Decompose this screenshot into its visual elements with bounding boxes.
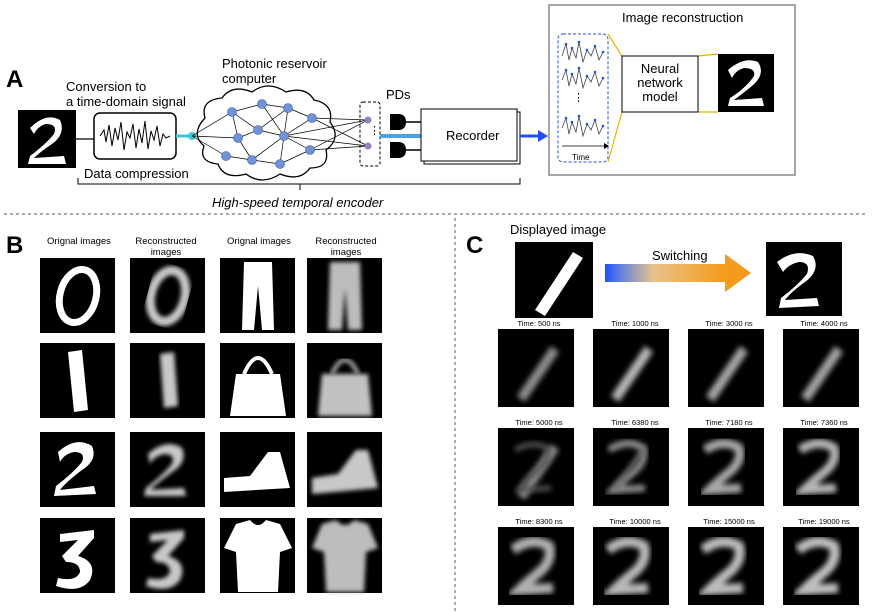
panel-letter-b: B <box>6 232 24 259</box>
time-label: Time: 7180 ns <box>705 418 753 427</box>
displayed-image-label: Displayed image <box>510 222 607 237</box>
switching-label: Switching <box>652 248 708 263</box>
time-axis-label: Time <box>572 153 590 162</box>
b-header-recon-1: Reconstructed images <box>135 236 197 258</box>
time-label: Time: 19000 ns <box>798 517 850 526</box>
compression-label: Data compression <box>84 166 189 181</box>
time-label: Time: 15000 ns <box>703 517 755 526</box>
time-label: Time: 500 ns <box>517 319 561 328</box>
b-header-original-2: Orignal images <box>227 236 291 247</box>
time-label: Time: 1000 ns <box>611 319 659 328</box>
pd-dots: ⋮ <box>369 125 380 137</box>
signal-dots: ⋮ <box>573 92 584 104</box>
neural-network-box <box>621 55 699 113</box>
reconstruction-title: Image reconstruction <box>622 10 744 25</box>
recorder-label: Recorder <box>446 128 500 143</box>
panel-c-top <box>515 242 842 318</box>
frame-image <box>498 329 574 407</box>
panel-c-sequence <box>498 329 859 605</box>
time-label: Time: 5000 ns <box>515 418 563 427</box>
encoder-label: High-speed temporal encoder <box>212 195 384 210</box>
panel-a-diagram <box>18 4 796 190</box>
recorder-box <box>420 108 518 162</box>
time-label: Time: 6380 ns <box>611 418 659 427</box>
time-label: Time: 3000 ns <box>705 319 753 328</box>
b-header-original-1: Orignal images <box>47 236 111 247</box>
switching-arrow <box>725 254 751 292</box>
panel-letter-c: C <box>466 232 484 259</box>
b-header-recon-2: Reconstructed images <box>315 236 377 258</box>
time-label: Time: 10000 ns <box>609 517 661 526</box>
displayed-one-image <box>515 242 593 318</box>
pds-label: PDs <box>386 87 411 102</box>
panel-letter-a: A <box>6 66 24 93</box>
time-label: Time: 4000 ns <box>800 319 848 328</box>
panel-b-grid <box>40 258 382 593</box>
time-label: Time: 8300 ns <box>515 517 563 526</box>
time-label: Time: 7360 ns <box>800 418 848 427</box>
